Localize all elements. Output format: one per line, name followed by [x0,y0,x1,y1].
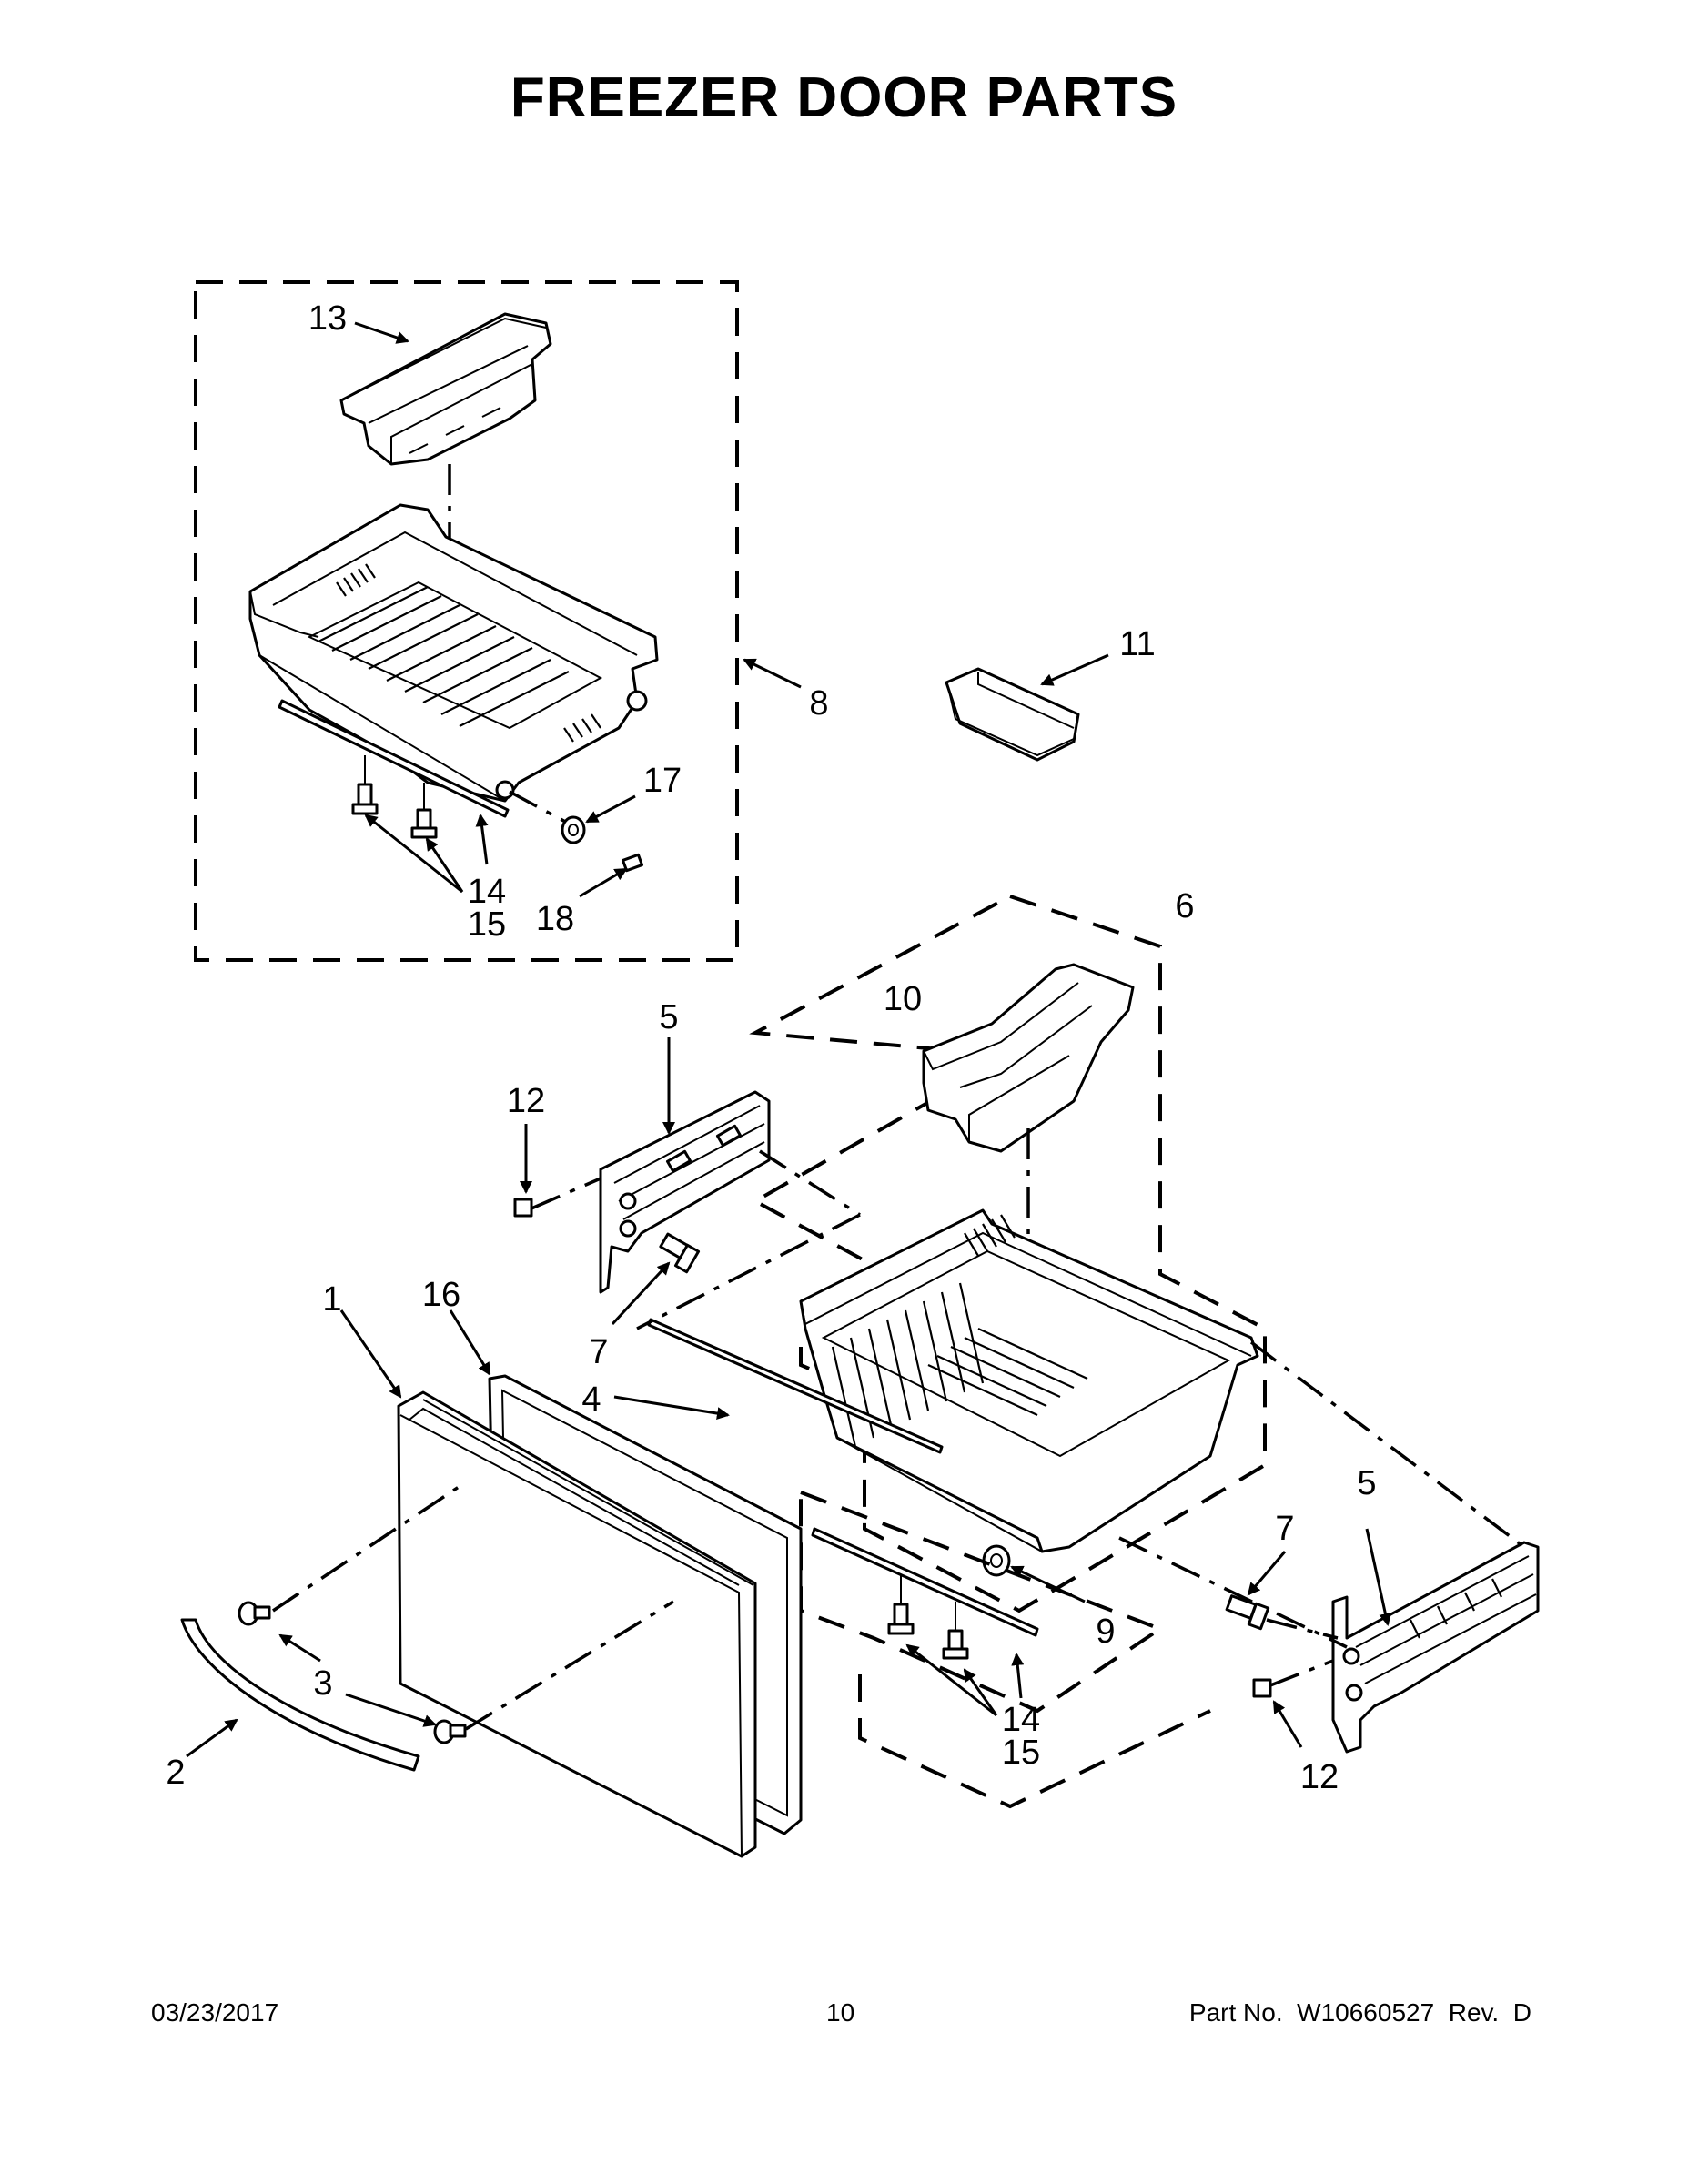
part-15-screw-upper-a [351,755,379,815]
part-7-bolt-left [659,1232,701,1274]
footer-date: 03/23/2017 [151,1998,279,2027]
part-11-small-bin [945,667,1080,762]
callout-4: 4 [581,1380,601,1419]
part-5-slide-rail-right [1331,1541,1540,1754]
callout-5a: 5 [659,998,678,1036]
part-12-clip-left [513,1198,533,1218]
callout-7b: 7 [1275,1510,1294,1548]
part-15-screw-lower-b [942,1602,969,1660]
part-14-strip-lower [811,1527,1039,1637]
part-12-clip-right [1252,1678,1272,1698]
callout-2: 2 [166,1754,185,1792]
callout-14a: 14 [468,873,506,911]
part-8-upper-basket [248,503,659,803]
part-13-small-bin [339,312,552,466]
callout-6: 6 [1175,887,1194,925]
callout-12a: 12 [507,1082,545,1120]
callout-16: 16 [422,1276,460,1314]
callout-10: 10 [884,980,922,1018]
callout-7a: 7 [589,1333,608,1371]
part-17-washer [561,815,586,844]
part-2-handle [180,1618,420,1772]
callout-13: 13 [308,299,347,338]
part-1-door [397,1390,757,1858]
callout-15a: 15 [468,905,506,944]
callout-1: 1 [322,1280,341,1319]
callout-8: 8 [809,684,828,723]
footer-part-number: Part No. W10660527 Rev. D [1188,1998,1531,2027]
callout-11: 11 [1119,625,1155,663]
assembly-8-boundary [194,280,739,962]
part-6-lower-basket [799,1208,1259,1553]
callout-14b: 14 [1002,1701,1040,1739]
part-3-screw-a [238,1601,271,1626]
footer-page-number: 10 [826,1998,855,2027]
part-3-screw-b [433,1719,467,1744]
callout-15b: 15 [1002,1734,1040,1772]
part-7-bolt-right [1225,1594,1270,1631]
lower-hardware-boundary [799,1490,1165,1714]
callout-3: 3 [313,1664,332,1703]
part-5-slide-rail-left [599,1090,771,1294]
part-10-bin [922,963,1135,1153]
part-14-strip-upper [278,699,510,818]
callout-17: 17 [643,762,682,800]
part-15-screw-lower-a [887,1574,915,1635]
callout-5b: 5 [1357,1464,1376,1502]
callout-18: 18 [536,900,574,938]
callout-9: 9 [1096,1613,1115,1651]
part-18-pin [621,853,644,873]
callout-12b: 12 [1300,1758,1339,1796]
page-title: FREEZER DOOR PARTS [510,66,1178,129]
part-15-screw-upper-b [410,783,438,839]
